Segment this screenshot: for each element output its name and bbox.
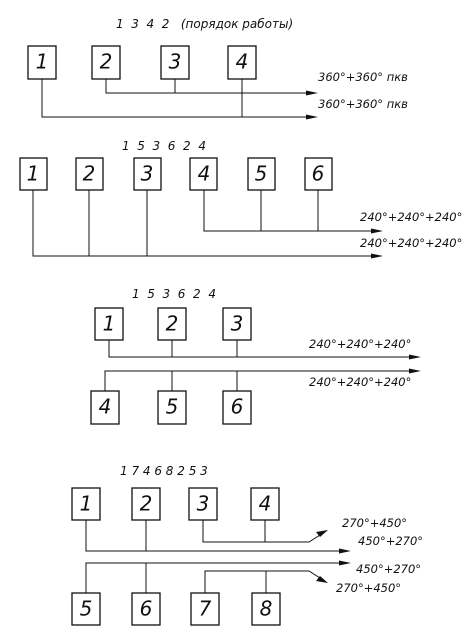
cylinder-number: 4 <box>99 395 112 419</box>
cylinder-box: 1 <box>94 307 124 341</box>
cylinder-box: 2 <box>75 157 104 191</box>
shaft-angle-label: 270°+450° <box>336 581 401 595</box>
shaft-line-lower <box>32 190 375 257</box>
scheme-6-cylinder-inline: 1 5 3 6 2 4 1 2 3 4 5 <box>19 139 462 259</box>
shaft-angle-label: 360°+360° пкв <box>318 70 408 84</box>
arrowhead <box>339 548 351 554</box>
firing-order-label: 1 5 3 6 2 4 <box>122 139 206 153</box>
cylinder-number: 4 <box>259 492 272 516</box>
shaft-angle-label: 270°+450° <box>342 516 407 530</box>
cylinder-box: 6 <box>304 157 333 191</box>
cylinder-box: 1 <box>27 45 57 80</box>
cylinder-number: 2 <box>166 312 179 336</box>
cylinder-number: 6 <box>231 395 244 419</box>
cylinder-number: 3 <box>141 162 154 186</box>
arrowhead <box>306 90 318 96</box>
cylinder-number: 6 <box>312 162 325 186</box>
shaft-angle-label: 450°+270° <box>358 534 423 548</box>
cylinder-box: 3 <box>188 487 218 521</box>
cylinder-box: 7 <box>190 592 220 626</box>
arrowhead <box>339 560 351 566</box>
cylinder-number: 4 <box>236 50 249 74</box>
shaft-line <box>202 520 321 543</box>
cylinder-number: 1 <box>103 312 116 336</box>
cylinder-number: 5 <box>166 395 179 419</box>
cylinder-number: 1 <box>80 492 93 516</box>
cylinder-box: 4 <box>189 157 218 191</box>
arrowhead <box>409 354 421 360</box>
cylinder-box: 4 <box>227 45 257 80</box>
firing-order-label: 1 5 3 6 2 4 <box>132 287 216 301</box>
cylinder-box: 2 <box>91 45 121 80</box>
cylinder-number: 7 <box>199 597 212 621</box>
shaft-angle-label: 240°+240°+240° <box>360 236 462 250</box>
cylinder-number: 1 <box>27 162 40 186</box>
cylinder-number: 2 <box>100 50 113 74</box>
arrowhead <box>371 228 383 234</box>
arrowhead <box>306 114 318 120</box>
arrowhead <box>371 253 383 259</box>
cylinder-number: 4 <box>198 162 211 186</box>
cylinder-number: 5 <box>80 597 93 621</box>
shaft-line-upper <box>203 190 375 232</box>
cylinder-box: 5 <box>157 390 187 425</box>
cylinder-number: 8 <box>260 597 273 621</box>
cylinder-box: 1 <box>19 157 48 191</box>
cylinder-number: 3 <box>169 50 182 74</box>
cylinder-box: 3 <box>133 157 162 191</box>
firing-order-label: 1 7 4 6 8 2 5 3 <box>120 464 208 478</box>
cylinder-box: 3 <box>222 307 252 341</box>
shaft-line-lower <box>104 370 413 391</box>
shaft-angle-label: 240°+240°+240° <box>309 337 411 351</box>
arrowhead <box>316 530 328 537</box>
scheme-6-cylinder-v: 1 5 3 6 2 4 1 2 3 4 5 <box>90 287 421 425</box>
cylinder-number: 6 <box>140 597 153 621</box>
cylinder-box: 1 <box>71 487 101 521</box>
shaft-line <box>204 570 321 593</box>
cylinder-box: 8 <box>251 592 281 626</box>
shaft-line-lower <box>41 79 310 118</box>
cylinder-box: 6 <box>131 592 161 626</box>
cylinder-number: 3 <box>197 492 210 516</box>
cylinder-box: 2 <box>131 487 161 521</box>
cylinder-number: 2 <box>83 162 96 186</box>
cylinder-box: 5 <box>247 157 276 191</box>
arrowhead <box>316 576 328 583</box>
cylinder-number: 5 <box>255 162 268 186</box>
cylinder-box: 4 <box>250 487 280 521</box>
scheme-8-cylinder-v: 1 7 4 6 8 2 5 3 1 2 3 4 <box>71 464 423 626</box>
cylinder-box: 5 <box>71 592 101 626</box>
scheme-4-cylinder: 1 3 4 2 (порядок работы) 1 2 3 4 360°+36… <box>27 17 408 120</box>
shaft-angle-label: 450°+270° <box>356 562 421 576</box>
shaft-line <box>85 562 343 593</box>
shaft-angle-label: 240°+240°+240° <box>309 375 411 389</box>
cylinder-number: 2 <box>140 492 153 516</box>
cylinder-number: 3 <box>231 312 244 336</box>
cylinder-box: 4 <box>90 390 120 425</box>
arrowhead <box>409 368 421 374</box>
shaft-angle-label: 360°+360° пкв <box>318 97 408 111</box>
firing-order-label: 1 3 4 2 (порядок работы) <box>116 17 293 31</box>
shaft-line-upper <box>108 340 413 358</box>
shaft-line <box>85 520 343 552</box>
cylinder-number: 1 <box>36 50 49 74</box>
cylinder-box: 2 <box>157 307 187 341</box>
shaft-angle-label: 240°+240°+240° <box>360 210 462 224</box>
cylinder-box: 3 <box>160 45 190 80</box>
cylinder-box: 6 <box>222 390 252 425</box>
shaft-line-upper <box>105 79 310 94</box>
